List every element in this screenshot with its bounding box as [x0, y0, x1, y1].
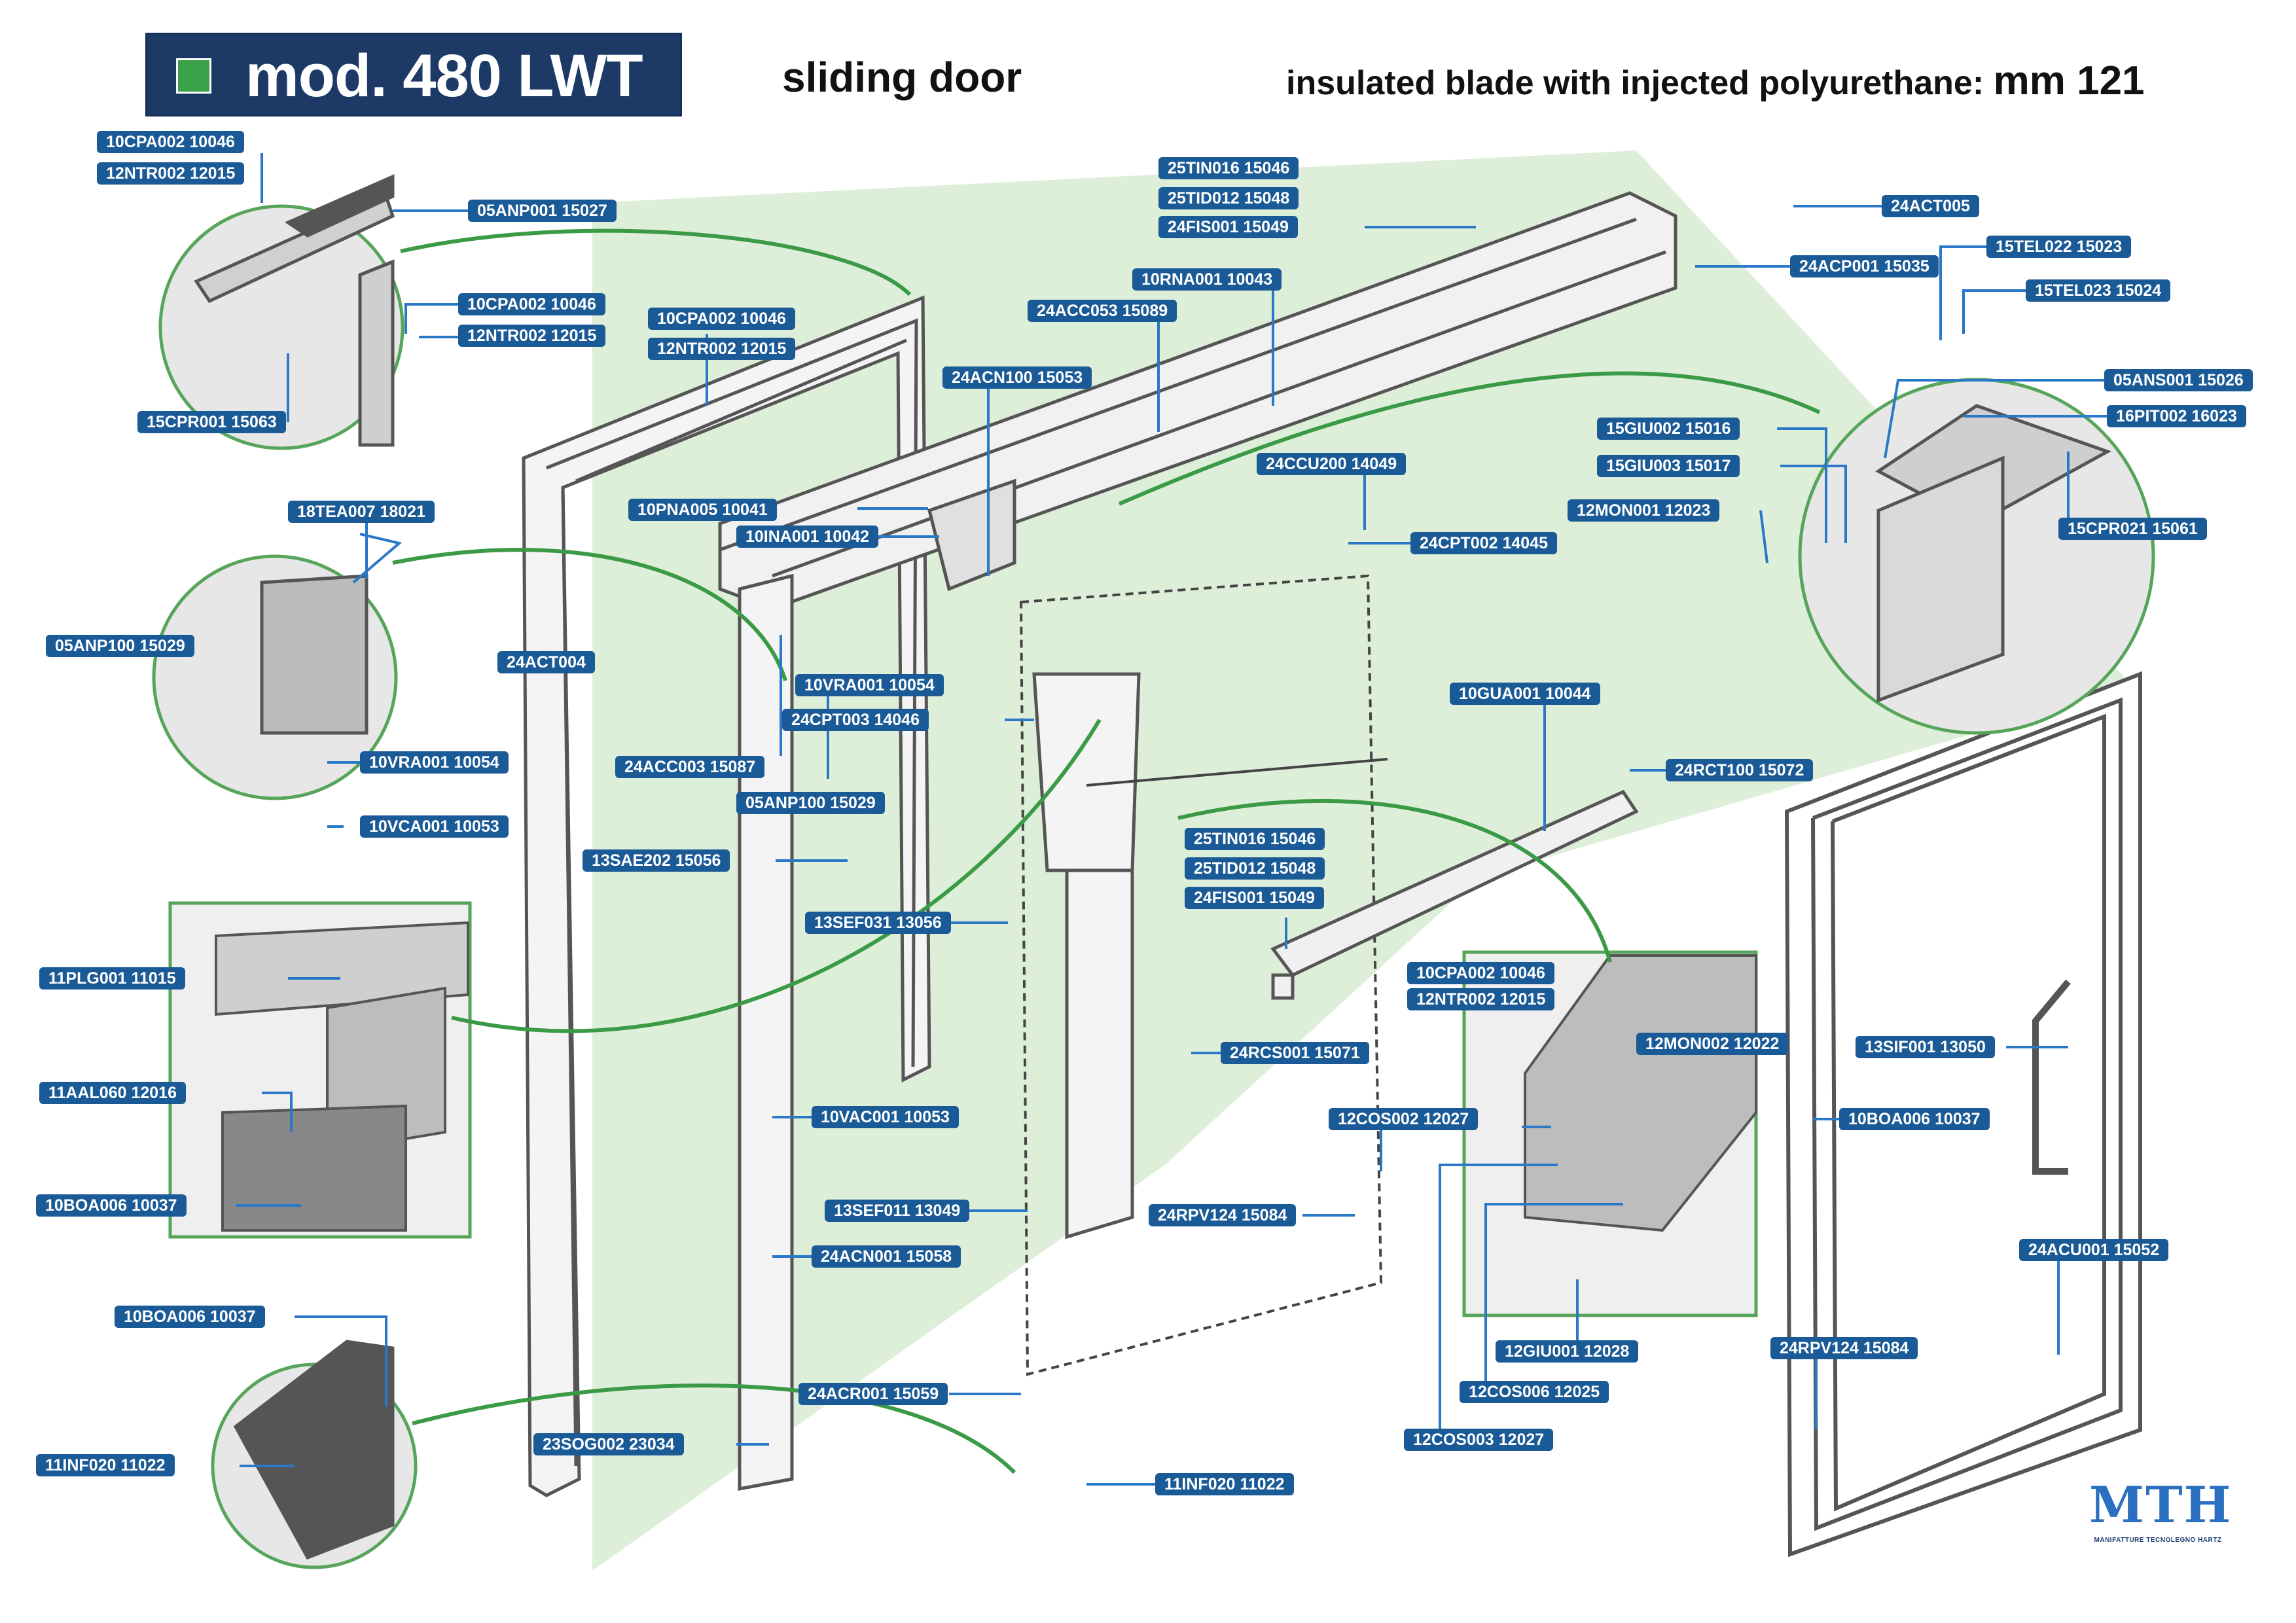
part-label: 25TID012 15048 — [1158, 187, 1299, 209]
part-label: 12GIU001 12028 — [1496, 1340, 1639, 1363]
bottom-guide — [1270, 789, 1639, 1000]
mth-logo: MTH MANIFATTURE TECNOLEGNO HARTZ — [2089, 1476, 2233, 1547]
part-label: 24CPT002 14045 — [1410, 532, 1557, 554]
part-label: 24FIS001 15049 — [1185, 887, 1324, 909]
part-label: 15GIU003 15017 — [1597, 455, 1740, 477]
spec-value: mm 121 — [1993, 58, 2145, 103]
part-label: 10CPA002 10046 — [458, 293, 605, 315]
part-label: 24ACT005 — [1882, 195, 1979, 217]
door-handle-bar — [2032, 979, 2071, 1175]
part-label: 10BOA006 10037 — [36, 1194, 187, 1217]
part-label: 11INF020 11022 — [1155, 1473, 1294, 1495]
part-label: 24ACP001 15035 — [1790, 255, 1939, 277]
door-leaf-outline — [1019, 574, 1388, 1376]
detail-circle-internals — [194, 174, 2112, 1560]
part-label: 10VRA001 10054 — [795, 674, 944, 696]
part-label: 24RPV124 15084 — [1149, 1204, 1297, 1226]
part-label: 24RPV124 15084 — [1770, 1337, 1918, 1359]
part-label: 24CCU200 14049 — [1257, 453, 1407, 475]
part-label: 15CPR001 15063 — [137, 411, 286, 433]
part-label: 12MON002 12022 — [1636, 1033, 1789, 1055]
part-label: 12NTR002 12015 — [97, 162, 245, 185]
part-label: 25TIN016 15046 — [1158, 157, 1299, 179]
part-label: 15CPR021 15061 — [2058, 518, 2207, 540]
part-label: 24ACC003 15087 — [615, 756, 765, 778]
part-label: 24ACC053 15089 — [1028, 300, 1177, 322]
top-track — [718, 191, 1677, 611]
part-label: 24CPT003 14046 — [782, 709, 929, 731]
part-label: 05ANP100 15029 — [736, 792, 885, 814]
part-label: 15GIU002 15016 — [1597, 418, 1740, 440]
part-label: 05ANP100 15029 — [46, 635, 194, 657]
part-label: 10BOA006 10037 — [115, 1306, 265, 1328]
part-label: 16PIT002 16023 — [2107, 405, 2246, 427]
part-label: 12NTR002 12015 — [458, 325, 606, 347]
part-label: 18TEA007 18021 — [288, 501, 435, 523]
part-label: 12NTR002 12015 — [648, 338, 796, 360]
part-label: 12COS006 12025 — [1460, 1381, 1609, 1403]
product-subtitle: sliding door — [782, 54, 1022, 101]
part-label: 13SEF011 13049 — [825, 1200, 970, 1222]
logo-text: MTH — [2089, 1476, 2233, 1534]
part-label: 24RCT100 15072 — [1666, 759, 1814, 781]
spec-text: insulated blade with injected polyuretha… — [1286, 64, 1984, 102]
detail-box-internals — [215, 921, 1757, 1232]
part-label: 24RCS001 15071 — [1221, 1042, 1369, 1064]
part-label: 24FIS001 15049 — [1158, 216, 1298, 238]
green-square-icon — [176, 58, 211, 94]
part-label: 24ACU001 15052 — [2019, 1239, 2169, 1261]
part-label: 12COS003 12027 — [1404, 1429, 1554, 1451]
part-label: 10VRA001 10054 — [360, 751, 509, 774]
part-label: 24ACT004 — [497, 651, 595, 673]
part-label: 13SAE202 15056 — [583, 849, 730, 872]
logo-subtext: MANIFATTURE TECNOLEGNO HARTZ — [2094, 1537, 2222, 1544]
part-label: 10CPA002 10046 — [648, 308, 795, 330]
part-label: 10RNA001 10043 — [1132, 268, 1282, 291]
spec-line: insulated blade with injected polyuretha… — [1286, 58, 2145, 104]
part-label: 10PNA005 10041 — [628, 499, 777, 521]
part-label: 10CPA002 10046 — [1407, 962, 1554, 984]
part-label: 05ANP001 15027 — [468, 200, 617, 222]
part-label: 15TEL022 15023 — [1986, 236, 2132, 258]
part-label: 12COS002 12027 — [1329, 1108, 1479, 1130]
part-label: 12MON001 12023 — [1568, 499, 1720, 522]
part-label: 10CPA002 10046 — [97, 131, 244, 153]
part-label: 13SEF031 13056 — [805, 912, 951, 934]
part-label: 11PLG001 11015 — [39, 967, 185, 990]
part-label: 05ANS001 15026 — [2104, 369, 2253, 391]
part-label: 11AAL060 12016 — [39, 1082, 186, 1104]
part-label: 10INA001 10042 — [736, 526, 879, 548]
part-label: 10VCA001 10053 — [360, 815, 509, 838]
model-title-box: mod. 480 LWT — [145, 33, 682, 116]
part-label: 15TEL023 15024 — [2026, 279, 2171, 302]
part-label: 10VAC001 10053 — [812, 1106, 959, 1128]
leader-lines — [236, 153, 2107, 1486]
part-label: 24ACR001 15059 — [798, 1383, 948, 1405]
part-label: 12NTR002 12015 — [1407, 988, 1555, 1010]
part-label: 10BOA006 10037 — [1839, 1108, 1990, 1130]
connection-arcs — [392, 228, 1821, 1474]
part-label: 11INF020 11022 — [36, 1454, 175, 1476]
part-label: 24ACN100 15053 — [942, 366, 1092, 389]
part-label: 23SOG002 23034 — [533, 1433, 684, 1455]
part-label: 25TID012 15048 — [1185, 857, 1325, 880]
part-label: 10GUA001 10044 — [1450, 683, 1600, 705]
part-label: 13SIF001 13050 — [1856, 1036, 1995, 1058]
part-label: 25TIN016 15046 — [1185, 828, 1325, 850]
model-title: mod. 480 LWT — [245, 43, 643, 109]
part-label: 24ACN001 15058 — [812, 1245, 961, 1268]
